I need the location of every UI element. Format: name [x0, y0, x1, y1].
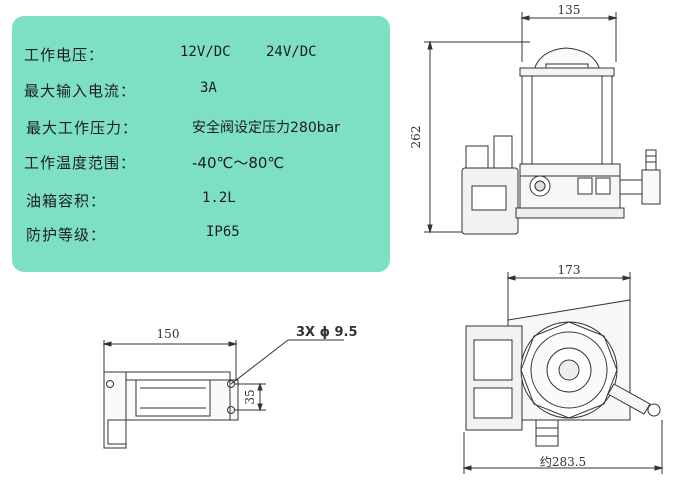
spec-value: 1.2L: [202, 190, 236, 206]
front-width-label: 135: [558, 3, 581, 17]
spec-value-alt: 24V/DC: [266, 44, 317, 60]
overall-width-label: 约283.5: [540, 454, 586, 469]
spec-value: IP65: [206, 224, 240, 240]
front-view: [424, 12, 661, 235]
top-view: [462, 272, 664, 474]
spec-row-current: 最大输入电流： 3A: [12, 80, 390, 104]
spec-label: 油箱容积：: [26, 192, 107, 210]
spec-value: 安全阀设定压力280bar: [192, 120, 340, 136]
base-plate-view: [102, 339, 344, 449]
spec-panel: 工作电压： 12V/DC 24V/DC 最大输入电流： 3A 最大工作压力： 安…: [12, 16, 390, 272]
spec-row-tank: 油箱容积： 1.2L: [12, 190, 390, 214]
spec-row-voltage: 工作电压： 12V/DC 24V/DC: [12, 44, 390, 68]
spec-label: 防护等级：: [26, 226, 107, 244]
spec-label: 最大输入电流：: [24, 82, 137, 100]
spec-row-temperature: 工作温度范围： -40℃～80℃: [12, 152, 390, 176]
spec-label: 最大工作压力：: [26, 119, 139, 137]
spec-label: 工作电压：: [24, 46, 105, 64]
spec-label: 工作温度范围：: [24, 154, 137, 172]
base-width-label: 150: [157, 327, 180, 341]
front-height-label: 262: [409, 126, 423, 149]
top-width-label: 173: [558, 263, 581, 277]
hole-spacing-label: 35: [243, 389, 257, 404]
spec-value: 12V/DC: [180, 44, 231, 60]
spec-row-protection: 防护等级： IP65: [12, 224, 390, 248]
spec-value: 3A: [200, 80, 217, 96]
hole-callout-label: 3X ϕ 9.5: [296, 325, 358, 340]
spec-value: -40℃～80℃: [192, 154, 285, 172]
spec-row-pressure: 最大工作压力： 安全阀设定压力280bar: [12, 117, 390, 141]
